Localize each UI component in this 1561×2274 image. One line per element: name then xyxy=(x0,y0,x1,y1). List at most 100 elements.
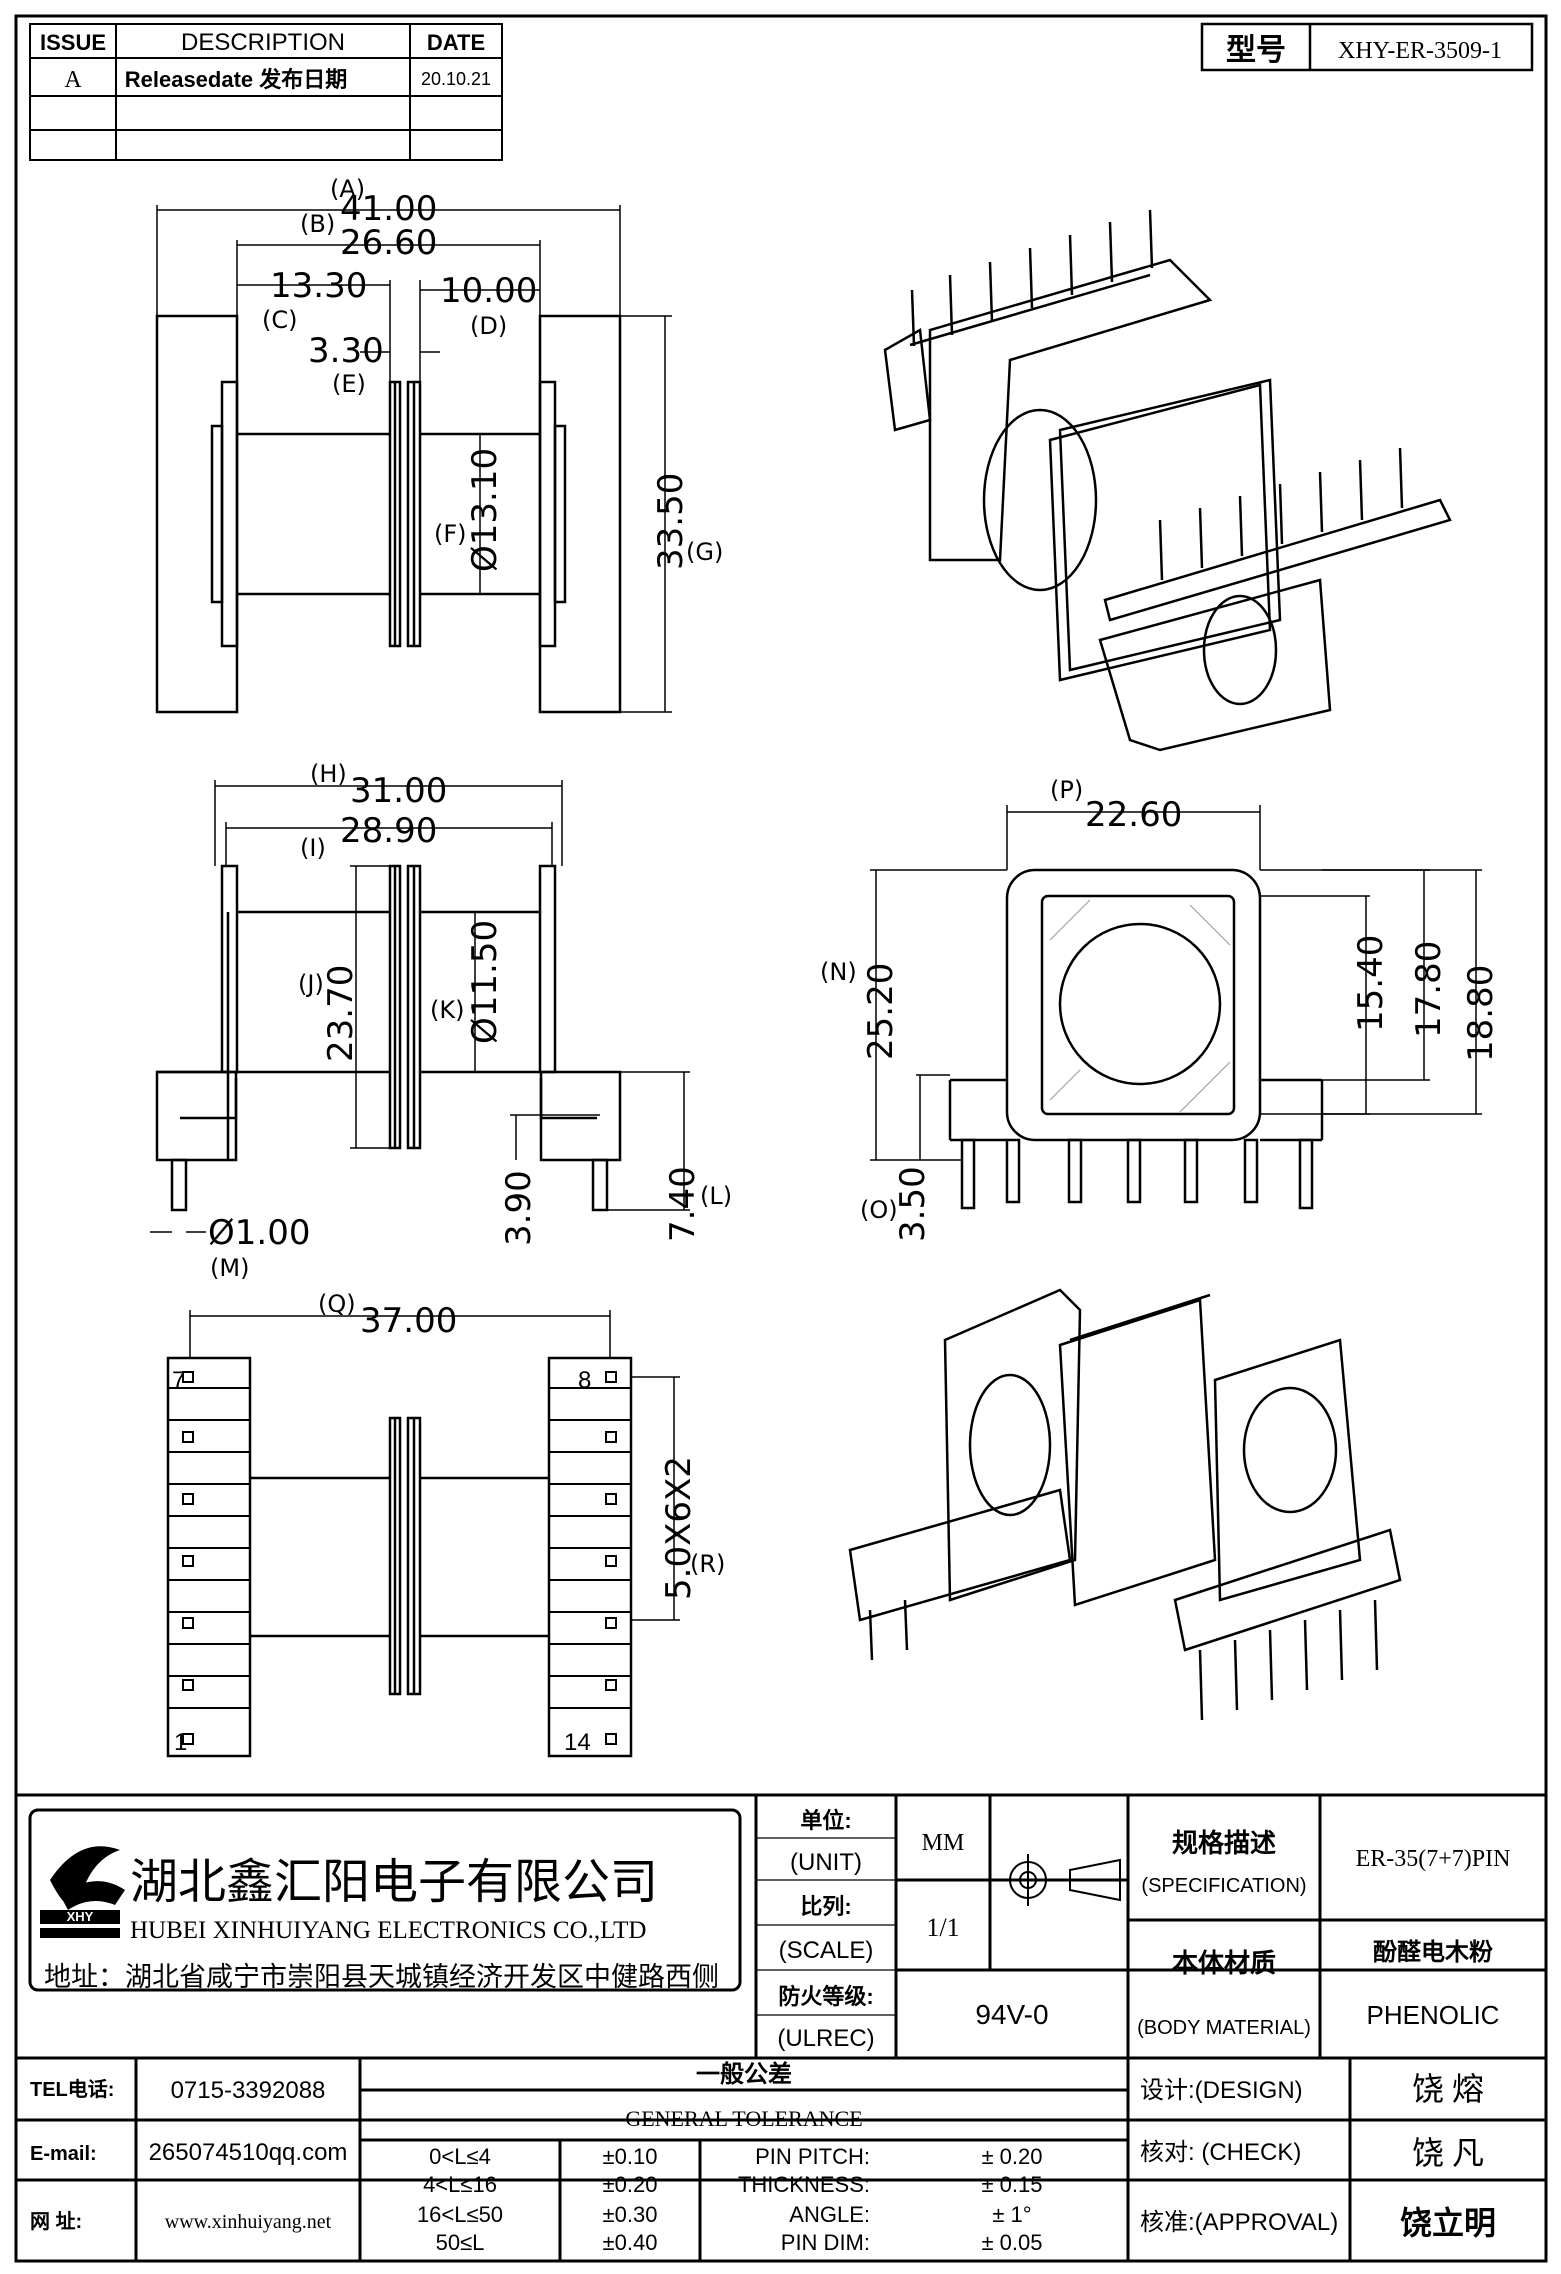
model-value: XHY-ER-3509-1 xyxy=(1338,38,1502,64)
dim-label-o: (O) xyxy=(860,1196,898,1224)
tol-range-1: 4<L≤16 xyxy=(423,2172,497,2197)
tol-range-3: 50≤L xyxy=(436,2230,485,2255)
dim-label-i: (I) xyxy=(300,834,326,862)
tel-label: TEL电话: xyxy=(30,2078,114,2101)
end-view-dimensions xyxy=(870,805,1482,1161)
tol-value-3: ±0.40 xyxy=(603,2230,658,2255)
spec-label-cn: 规格描述 xyxy=(1172,1828,1276,1858)
dim-value-q: 37.00 xyxy=(360,1301,457,1341)
tel-value: 0715-3392088 xyxy=(171,2077,326,2104)
spec-tol-2: ± 1° xyxy=(992,2202,1031,2227)
dim-label-j: (J) xyxy=(298,970,324,998)
dim-label-r: (R) xyxy=(690,1550,725,1578)
material-label-en: (BODY MATERIAL) xyxy=(1137,2017,1311,2039)
dim-value-17-80: 17.80 xyxy=(1409,941,1449,1038)
dim-value-m: Ø1.00 xyxy=(208,1213,310,1253)
dim-label-c: (C) xyxy=(262,306,297,334)
dim-value-f: Ø13.10 xyxy=(465,448,505,572)
rev-header-description: DESCRIPTION xyxy=(181,29,345,56)
material-label-cn: 本体材质 xyxy=(1172,1948,1276,1978)
dim-value-i: 28.90 xyxy=(340,811,437,851)
dim-value-n: 25.20 xyxy=(861,963,901,1060)
spec-name-1: THICKNESS: xyxy=(738,2172,870,2197)
side-view-dimensions xyxy=(150,780,690,1233)
spec-label-en: (SPECIFICATION) xyxy=(1141,1875,1306,1897)
bottom-view-pin-rows xyxy=(168,1371,631,1745)
dim-value-15-40: 15.40 xyxy=(1351,935,1391,1032)
dim-label-n: (N) xyxy=(820,958,857,986)
dim-value-p: 22.60 xyxy=(1085,795,1182,835)
dim-label-d: (D) xyxy=(470,312,507,340)
dim-value-h: 31.00 xyxy=(350,771,447,811)
material-value-cn: 酚醛电木粉 xyxy=(1373,1939,1493,1966)
dim-label-a: (A) xyxy=(330,175,365,203)
design-label: 设计:(DESIGN) xyxy=(1140,2077,1303,2104)
dim-label-g: (G) xyxy=(686,538,723,566)
email-label: E-mail: xyxy=(30,2143,97,2165)
ul-value: 94V-0 xyxy=(975,1999,1048,2030)
dim-value-3-90: 3.90 xyxy=(499,1170,539,1246)
spec-name-2: ANGLE: xyxy=(789,2202,870,2227)
company-logo xyxy=(40,1846,125,1938)
title-block-thin-lines xyxy=(756,1837,896,2016)
web-value: www.xinhuiyang.net xyxy=(165,2211,332,2233)
dim-label-q: (Q) xyxy=(318,1290,356,1318)
dim-label-e: (E) xyxy=(332,370,366,398)
unit-label-cn: 单位: xyxy=(800,1808,851,1833)
spec-name-3: PIN DIM: xyxy=(781,2230,870,2255)
company-name-cn: 湖北鑫汇阳电子有限公司 xyxy=(130,1856,658,1909)
tol-value-0: ±0.10 xyxy=(603,2144,658,2169)
side-view xyxy=(155,864,622,1212)
dim-value-r: 5.0X6X2 xyxy=(659,1456,699,1600)
web-label: 网 址: xyxy=(30,2210,82,2233)
dim-label-b: (B) xyxy=(300,210,335,238)
rev-row-description: Releasedate 发布日期 xyxy=(125,67,348,92)
revision-table xyxy=(29,23,503,161)
isometric-view-bottom xyxy=(848,1288,1402,1721)
model-label: 型号 xyxy=(1226,34,1286,67)
spec-tol-0: ± 0.20 xyxy=(981,2144,1042,2169)
dim-value-j: 23.70 xyxy=(321,965,361,1062)
unit-value: MM xyxy=(922,1830,965,1856)
dim-label-f: (F) xyxy=(434,520,467,548)
isometric-view-top xyxy=(883,209,1452,752)
scale-label-en: (SCALE) xyxy=(779,1937,874,1964)
rev-header-date: DATE xyxy=(427,30,485,55)
dim-value-c: 13.30 xyxy=(270,266,367,306)
top-view xyxy=(155,314,622,714)
projection-symbol-icon xyxy=(1000,1854,1121,1906)
dim-label-p: (P) xyxy=(1050,776,1083,804)
spec-tol-3: ± 0.05 xyxy=(981,2230,1042,2255)
top-view-dimensions xyxy=(156,205,672,713)
scale-value: 1/1 xyxy=(926,1913,959,1942)
dim-value-d: 10.00 xyxy=(440,271,537,311)
pin-number-1: 1 xyxy=(174,1729,187,1756)
rev-row-date: 20.10.21 xyxy=(421,69,491,89)
tol-range-0: 0<L≤4 xyxy=(429,2144,491,2169)
logo-text: XHY xyxy=(67,1909,94,1924)
tolerance-title-en: GENERAL TOLERANCE xyxy=(625,2106,862,2131)
end-view-hatch xyxy=(1049,899,1231,1113)
title-block-frame xyxy=(14,1793,1548,2263)
scale-label-cn: 比列: xyxy=(800,1894,851,1919)
approval-name: 饶立明 xyxy=(1400,2205,1496,2241)
dim-label-l: (L) xyxy=(700,1182,732,1210)
unit-label-en: (UNIT) xyxy=(790,1849,862,1876)
ul-label-en: (ULREC) xyxy=(777,2025,874,2052)
dim-value-o: 3.50 xyxy=(893,1166,933,1242)
dim-value-g: 33.50 xyxy=(651,473,691,570)
material-value-en: PHENOLIC xyxy=(1367,2000,1500,2030)
dim-label-h: (H) xyxy=(310,760,347,788)
spec-tol-1: ± 0.15 xyxy=(981,2172,1042,2197)
pin-number-7: 7 xyxy=(172,1367,185,1394)
spec-name-0: PIN PITCH: xyxy=(755,2144,870,2169)
tol-value-1: ±0.20 xyxy=(603,2172,658,2197)
check-label: 核对: (CHECK) xyxy=(1140,2139,1301,2166)
pin-number-8: 8 xyxy=(578,1367,591,1394)
company-address: 地址：湖北省咸宁市崇阳县天城镇经济开发区中健路西侧 xyxy=(44,1962,719,1992)
dim-value-a: 41.00 xyxy=(340,189,437,229)
dim-label-k: (K) xyxy=(430,996,464,1024)
dim-value-e: 3.30 xyxy=(308,331,384,371)
tolerance-title-cn: 一般公差 xyxy=(696,2060,792,2088)
